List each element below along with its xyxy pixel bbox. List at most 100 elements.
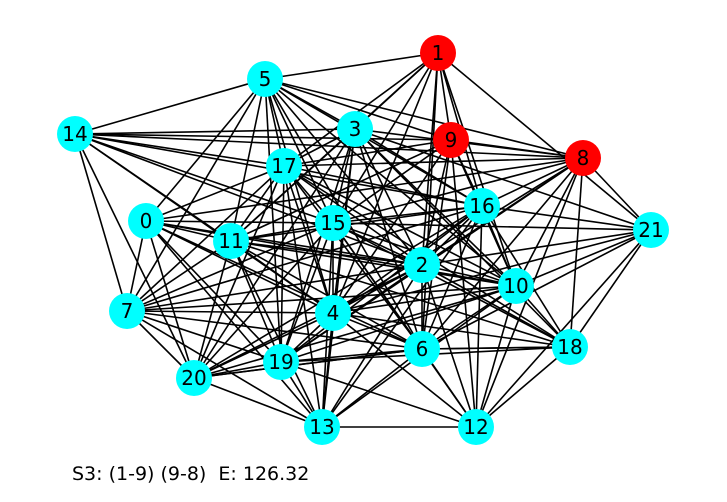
node-circle-10 (498, 268, 534, 304)
node-label-8: 8 (577, 146, 590, 170)
edge-14-17 (74, 133, 285, 167)
edge-16-21 (481, 205, 652, 231)
edge-3-20 (193, 128, 356, 379)
edge-11-6 (230, 240, 423, 350)
node-label-21: 21 (638, 218, 663, 242)
edge-16-12 (475, 205, 483, 428)
edge-10-20 (193, 285, 517, 379)
node-19: 19 (263, 344, 299, 380)
node-4: 4 (315, 295, 351, 331)
edge-15-18 (332, 222, 571, 348)
edge-8-10 (515, 157, 584, 287)
node-18: 18 (552, 329, 588, 365)
node-9: 9 (433, 122, 469, 158)
edge-layer (74, 52, 652, 428)
node-label-17: 17 (271, 154, 296, 178)
node-14: 14 (57, 116, 93, 152)
edge-3-19 (280, 128, 356, 363)
edge-17-20 (193, 165, 285, 379)
node-0: 0 (128, 203, 164, 239)
edge-17-2 (283, 165, 423, 266)
edge-2-18 (421, 264, 571, 348)
edge-1-10 (437, 52, 517, 287)
node-label-20: 20 (181, 366, 206, 390)
edge-7-4 (126, 310, 334, 314)
edge-17-19 (280, 165, 285, 363)
node-label-9: 9 (445, 128, 458, 152)
node-10: 10 (498, 268, 534, 304)
edge-8-17 (283, 157, 584, 167)
edge-21-10 (515, 229, 652, 287)
edge-19-12 (280, 361, 477, 428)
node-label-13: 13 (309, 415, 334, 439)
node-5: 5 (247, 61, 283, 97)
edge-16-19 (280, 205, 483, 363)
edge-7-13 (126, 310, 323, 428)
edge-8-16 (481, 157, 584, 207)
node-circle-18 (552, 329, 588, 365)
edge-6-19 (280, 348, 423, 363)
edge-9-8 (450, 139, 584, 159)
edge-14-9 (74, 133, 452, 141)
edge-17-16 (283, 165, 483, 207)
node-16: 16 (464, 188, 500, 224)
node-13: 13 (304, 409, 340, 445)
edge-15-21 (332, 222, 652, 231)
edge-0-19 (145, 220, 282, 363)
node-label-11: 11 (218, 229, 243, 253)
node-label-14: 14 (62, 122, 87, 146)
node-circle-16 (464, 188, 500, 224)
edge-11-13 (230, 240, 323, 428)
edge-15-20 (193, 222, 334, 379)
node-label-19: 19 (268, 350, 293, 374)
edge-0-15 (145, 220, 334, 224)
edge-0-20 (145, 220, 195, 379)
edge-17-0 (145, 165, 285, 222)
node-21: 21 (633, 212, 669, 248)
node-circle-2 (404, 247, 440, 283)
node-2: 2 (404, 247, 440, 283)
edge-1-15 (332, 52, 439, 224)
edge-8-18 (569, 157, 584, 348)
edge-5-14 (74, 78, 266, 135)
node-label-1: 1 (432, 41, 445, 65)
node-12: 12 (458, 409, 494, 445)
edge-21-12 (475, 229, 652, 428)
edge-21-6 (421, 229, 652, 350)
node-circle-19 (263, 344, 299, 380)
node-circle-1 (420, 35, 456, 71)
edge-9-11 (230, 139, 452, 242)
node-label-0: 0 (140, 209, 153, 233)
edge-5-19 (264, 78, 282, 363)
node-circle-9 (433, 122, 469, 158)
node-circle-8 (565, 140, 601, 176)
node-circle-13 (304, 409, 340, 445)
edge-1-17 (283, 52, 439, 167)
edge-0-6 (145, 220, 423, 350)
edge-4-13 (321, 312, 334, 428)
edge-15-7 (126, 222, 334, 312)
node-7: 7 (109, 293, 145, 329)
edge-14-3 (74, 128, 356, 135)
edge-11-10 (230, 240, 517, 287)
edge-18-6 (421, 346, 571, 350)
edge-3-2 (354, 128, 423, 266)
node-circle-6 (404, 331, 440, 367)
edge-11-4 (230, 240, 334, 314)
edge-21-2 (421, 229, 652, 266)
node-label-7: 7 (121, 299, 134, 323)
edge-17-10 (283, 165, 517, 287)
edge-7-19 (126, 310, 282, 363)
edge-10-12 (475, 285, 517, 428)
node-label-18: 18 (557, 335, 582, 359)
result-caption: S3: (1-9) (9-8) E: 126.32 (72, 463, 310, 485)
node-label-12: 12 (463, 415, 488, 439)
node-8: 8 (565, 140, 601, 176)
edge-10-7 (126, 285, 517, 312)
node-1: 1 (420, 35, 456, 71)
node-circle-11 (213, 223, 249, 259)
node-3: 3 (337, 111, 373, 147)
edge-1-5 (264, 52, 439, 80)
edge-8-0 (145, 157, 584, 222)
